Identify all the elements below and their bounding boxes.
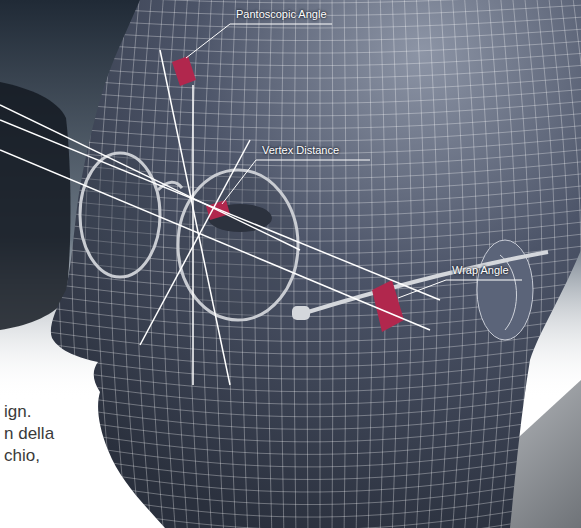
angle-line <box>0 120 440 300</box>
mesh-line <box>20 496 581 528</box>
mesh-line <box>20 448 581 479</box>
pantoscopic-mark <box>172 56 196 86</box>
mesh-line <box>20 52 581 66</box>
mesh-line <box>20 28 581 41</box>
mesh-line <box>548 0 568 528</box>
mesh-line <box>320 0 321 528</box>
mesh-line <box>20 508 581 528</box>
body-text: n della <box>4 424 54 444</box>
dark-lens <box>0 82 71 330</box>
mesh-line <box>20 352 581 379</box>
mesh-line <box>20 460 581 492</box>
angle-line <box>0 105 300 250</box>
mesh-line <box>20 340 581 367</box>
angle-line <box>0 150 430 330</box>
body-text: ign. <box>4 402 31 422</box>
mesh-line <box>20 40 581 53</box>
mesh-line <box>440 0 450 528</box>
mesh-line <box>20 484 581 517</box>
angle-line <box>192 85 194 385</box>
mesh-line <box>72 0 92 528</box>
mesh-line <box>20 124 581 141</box>
mesh-line <box>20 436 581 467</box>
mesh-line <box>20 364 581 392</box>
angle-line <box>140 140 250 345</box>
head-silhouette <box>51 0 581 528</box>
mesh-line <box>572 0 581 528</box>
mesh-line <box>150 0 164 528</box>
mesh-line <box>163 0 176 528</box>
mesh-line <box>536 0 555 528</box>
mesh-line <box>20 76 581 91</box>
angle-label: Pantoscopic Angle <box>236 8 327 20</box>
near-lens <box>178 170 298 320</box>
mesh-line <box>428 0 437 528</box>
hinge <box>292 306 310 320</box>
angle-label: Wrap Angle <box>452 264 509 276</box>
leader-line <box>186 24 332 58</box>
body-text: chio, <box>4 446 40 466</box>
mesh-line <box>307 0 308 528</box>
mesh-line <box>356 0 359 528</box>
mesh-line <box>368 0 372 528</box>
mesh-line <box>344 0 346 528</box>
mesh-line <box>20 376 581 404</box>
angle-label: Vertex Distance <box>262 144 339 156</box>
mesh-line <box>20 472 581 505</box>
far-lens <box>80 153 160 277</box>
mesh-line <box>416 0 424 528</box>
mesh-line <box>404 0 411 528</box>
mesh-line <box>59 0 80 528</box>
angle-lines <box>0 50 440 385</box>
leader-lines <box>186 24 522 298</box>
mesh-line <box>20 64 581 78</box>
mesh-line <box>380 0 385 528</box>
mesh-line <box>392 0 398 528</box>
mesh-line <box>560 0 581 528</box>
mesh-line <box>332 0 333 528</box>
wrap-mark <box>372 280 404 332</box>
mesh-line <box>46 0 68 528</box>
angle-line <box>160 50 230 385</box>
mesh-line <box>20 0 581 3</box>
mesh-line <box>20 520 581 528</box>
leader-line <box>398 280 522 298</box>
leader-line <box>222 160 370 204</box>
